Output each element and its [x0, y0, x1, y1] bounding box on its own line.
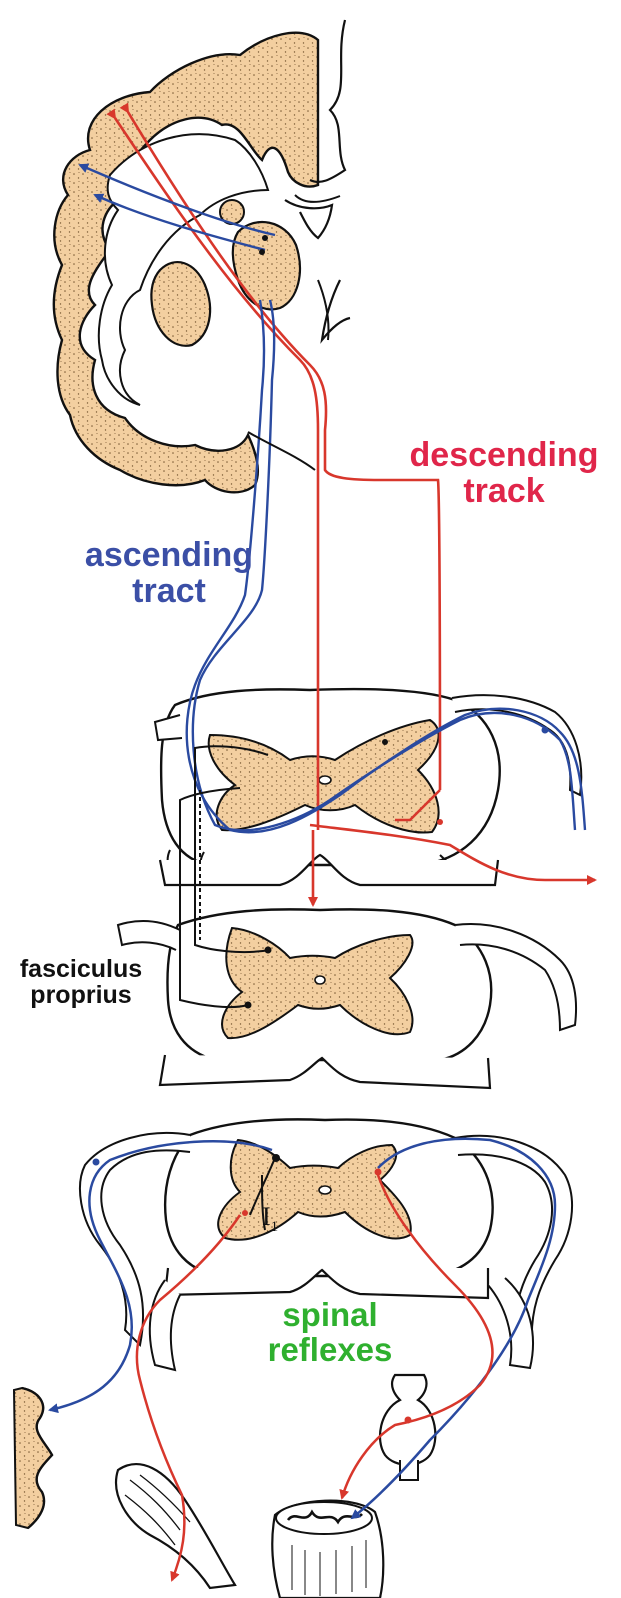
synapse-thalamus-2 — [259, 249, 265, 255]
skin-receptor — [14, 1388, 52, 1528]
interneuron-index: 1 — [271, 1219, 279, 1235]
central-canal-upper — [319, 776, 331, 784]
spinal-reflexes-label: spinal reflexes — [244, 1298, 416, 1367]
synapse-upper-dorsal — [382, 739, 388, 745]
peripheral-structures — [14, 1375, 435, 1598]
synapse-lower-motor — [242, 1210, 248, 1216]
interneuron-label: I1 — [262, 1203, 278, 1236]
central-canal-lower — [319, 1186, 331, 1194]
putamen — [151, 262, 210, 346]
descending-track-label: descending track — [392, 438, 616, 509]
root-middle-left — [118, 921, 180, 950]
segment-middle-base — [160, 1055, 490, 1088]
synapse-middle-2 — [245, 1002, 252, 1009]
descending-label-line2: track — [392, 474, 616, 510]
central-canal-middle — [315, 976, 325, 984]
ascending-label-line2: tract — [62, 574, 276, 610]
descending-label-line1: descending — [392, 438, 616, 474]
ganglion-cell-left — [93, 1159, 100, 1166]
fasciculus-proprius-label: fasciculus proprius — [0, 956, 162, 1009]
spinal-segment-middle — [118, 909, 576, 1088]
ganglion-cell-upper-right — [542, 727, 549, 734]
synapse-upper-ventral — [437, 819, 443, 825]
ventral-root-left-exit — [150, 1280, 180, 1370]
synapse-middle-1 — [265, 947, 272, 954]
segment-lower-base — [165, 1268, 488, 1298]
fasciculus-label-line2: proprius — [0, 982, 162, 1008]
spinal-segment-upper — [155, 689, 581, 885]
ascending-label-line1: ascending — [62, 538, 276, 574]
reflexes-label-line2: reflexes — [244, 1333, 416, 1368]
brain-section — [54, 20, 350, 492]
fasciculus-label-line1: fasciculus — [0, 956, 162, 982]
ganglion-cell-right — [405, 1417, 412, 1424]
root-upper-left — [155, 715, 182, 740]
interneuron-letter: I — [262, 1202, 271, 1231]
ascending-tract-label: ascending tract — [62, 538, 276, 609]
synapse-lower-right — [375, 1169, 382, 1176]
synapse-thalamus-1 — [262, 235, 268, 241]
reflexes-label-line1: spinal — [244, 1298, 416, 1333]
synapse-lower-interneuron — [272, 1154, 280, 1162]
